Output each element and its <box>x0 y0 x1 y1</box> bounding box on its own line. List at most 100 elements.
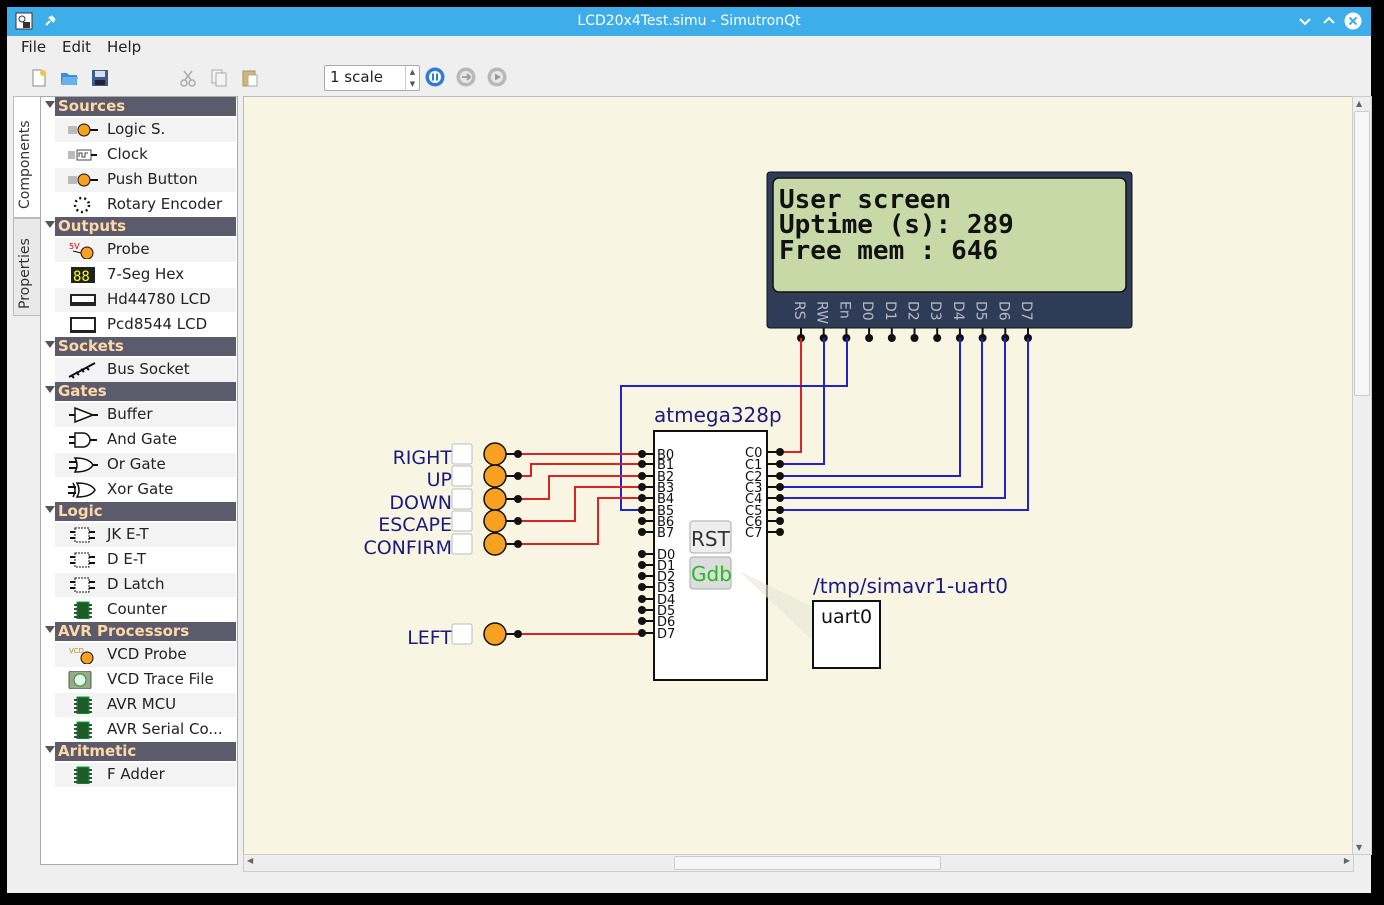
component-push-button[interactable]: Push Button <box>55 168 236 192</box>
button-key[interactable] <box>451 443 473 465</box>
save-icon[interactable] <box>90 68 110 88</box>
mcu-left-pin-dot[interactable] <box>638 629 646 637</box>
category-sources[interactable]: Sources <box>41 97 237 116</box>
button-pin-dot[interactable] <box>514 450 522 458</box>
mcu-right-pin-dot[interactable] <box>776 483 784 491</box>
expand-arrow-icon[interactable] <box>45 386 55 393</box>
button-left[interactable]: LEFT <box>407 622 522 649</box>
component-xor-gate[interactable]: Xor Gate <box>55 478 236 502</box>
rst-button[interactable] <box>689 520 732 554</box>
category-logic[interactable]: Logic <box>41 502 237 521</box>
mcu-right-pin-dot[interactable] <box>776 506 784 514</box>
category-sockets[interactable]: Sockets <box>41 337 237 356</box>
mcu-right-pin-dot[interactable] <box>776 472 784 480</box>
cut-icon[interactable] <box>178 68 198 88</box>
component-d-e-t[interactable]: D E-T <box>55 548 236 572</box>
button-escape[interactable]: ESCAPE <box>378 509 522 536</box>
mcu-left-pin-dot[interactable] <box>638 494 646 502</box>
lcd-pin-dot[interactable] <box>887 334 896 342</box>
mcu-left-pin-dot[interactable] <box>638 572 646 580</box>
mcu-left-pin-dot[interactable] <box>638 595 646 603</box>
expand-arrow-icon[interactable] <box>45 101 55 108</box>
component-d-latch[interactable]: D Latch <box>55 573 236 597</box>
mcu-right-pin-dot[interactable] <box>776 528 784 536</box>
button-key[interactable] <box>451 465 473 487</box>
mcu-left-pin-dot[interactable] <box>638 472 646 480</box>
lcd-pin-dot[interactable] <box>933 334 942 342</box>
mcu-left-pin-dot[interactable] <box>638 583 646 591</box>
step-icon[interactable] <box>456 67 476 87</box>
mcu-left-pin-dot[interactable] <box>638 550 646 558</box>
pause-icon[interactable] <box>425 67 445 87</box>
menu-file[interactable]: File <box>21 38 47 56</box>
mcu-right-pin-dot[interactable] <box>776 517 784 525</box>
open-folder-icon[interactable] <box>59 68 79 88</box>
button-pin-dot[interactable] <box>514 517 522 525</box>
vertical-scrollbar[interactable]: ▲ ▼ <box>1352 96 1372 855</box>
category-avr-processors[interactable]: AVR Processors <box>41 622 237 641</box>
component-hd44780-lcd[interactable]: Hd44780 LCD <box>55 288 236 312</box>
mcu-left-pin-dot[interactable] <box>638 450 646 458</box>
button-key[interactable] <box>451 488 473 510</box>
horizontal-scrollbar[interactable]: ◀ ▶ <box>243 854 1354 872</box>
play-icon[interactable] <box>487 67 507 87</box>
expand-arrow-icon[interactable] <box>45 341 55 348</box>
component-vcd-trace-file[interactable]: VCD Trace File <box>55 668 236 692</box>
mcu-chip[interactable]: atmega328p B0B1B2B3B4B5B6B7D0D1D2D3D4D5D… <box>638 403 784 681</box>
component-logic-s[interactable]: Logic S. <box>55 118 236 142</box>
tab-properties[interactable]: Properties <box>13 218 41 316</box>
mcu-left-pin-dot[interactable] <box>638 528 646 536</box>
mcu-left-pin-dot[interactable] <box>638 606 646 614</box>
minimize-icon[interactable] <box>1296 12 1314 30</box>
component-and-gate[interactable]: And Gate <box>55 428 236 452</box>
button-down[interactable]: DOWN <box>389 487 522 514</box>
lcd-pin-dot[interactable] <box>910 334 919 342</box>
mcu-right-pin-dot[interactable] <box>776 494 784 502</box>
maximize-icon[interactable] <box>1320 12 1338 30</box>
horizontal-scroll-thumb[interactable] <box>674 856 941 870</box>
component-avr-mcu[interactable]: AVR MCU <box>55 693 236 717</box>
category-outputs[interactable]: Outputs <box>41 217 237 236</box>
component-or-gate[interactable]: Or Gate <box>55 453 236 477</box>
mcu-right-pin-dot[interactable] <box>776 460 784 468</box>
mcu-right-pin-dot[interactable] <box>776 448 784 456</box>
pin-icon[interactable] <box>41 12 59 30</box>
close-icon[interactable] <box>1344 12 1362 30</box>
expand-arrow-icon[interactable] <box>45 626 55 633</box>
mcu-left-pin-dot[interactable] <box>638 460 646 468</box>
circuit-canvas[interactable]: User screen Uptime (s): 289 Free mem : 6… <box>243 96 1354 855</box>
paste-icon[interactable] <box>240 68 260 88</box>
scale-spin-arrows[interactable]: ▲▼ <box>405 66 419 90</box>
component-avr-serial-co[interactable]: AVR Serial Co... <box>55 718 236 742</box>
button-right[interactable]: RIGHT <box>393 442 522 469</box>
menu-edit[interactable]: Edit <box>62 38 92 56</box>
category-aritmetic[interactable]: Aritmetic <box>41 742 237 761</box>
lcd-pin-dot[interactable] <box>865 334 874 342</box>
component-bus-socket[interactable]: Bus Socket <box>55 358 236 382</box>
button-key[interactable] <box>451 533 473 555</box>
button-pin-dot[interactable] <box>514 495 522 503</box>
expand-arrow-icon[interactable] <box>45 746 55 753</box>
copy-icon[interactable] <box>209 68 229 88</box>
button-key[interactable] <box>451 510 473 532</box>
button-key[interactable] <box>451 623 473 645</box>
button-pin-dot[interactable] <box>514 630 522 638</box>
component-clock[interactable]: Clock <box>55 143 236 167</box>
scale-spinbox[interactable]: 1 scale ▲▼ <box>324 65 420 91</box>
expand-arrow-icon[interactable] <box>45 221 55 228</box>
category-gates[interactable]: Gates <box>41 382 237 401</box>
gdb-button[interactable] <box>689 556 732 590</box>
lcd-display[interactable]: User screen Uptime (s): 289 Free mem : 6… <box>766 171 1133 342</box>
button-up[interactable]: UP <box>427 464 522 491</box>
mcu-left-pin-dot[interactable] <box>638 517 646 525</box>
vertical-scroll-thumb[interactable] <box>1354 111 1370 396</box>
component-counter[interactable]: Counter <box>55 598 236 622</box>
new-file-icon[interactable] <box>29 68 49 88</box>
button-confirm[interactable]: CONFIRM <box>363 532 522 559</box>
uart-block[interactable]: /tmp/simavr1-uart0 uart0 <box>739 571 1008 669</box>
app-icon[interactable] <box>15 12 33 30</box>
component-pcd8544-lcd[interactable]: Pcd8544 LCD <box>55 313 236 337</box>
